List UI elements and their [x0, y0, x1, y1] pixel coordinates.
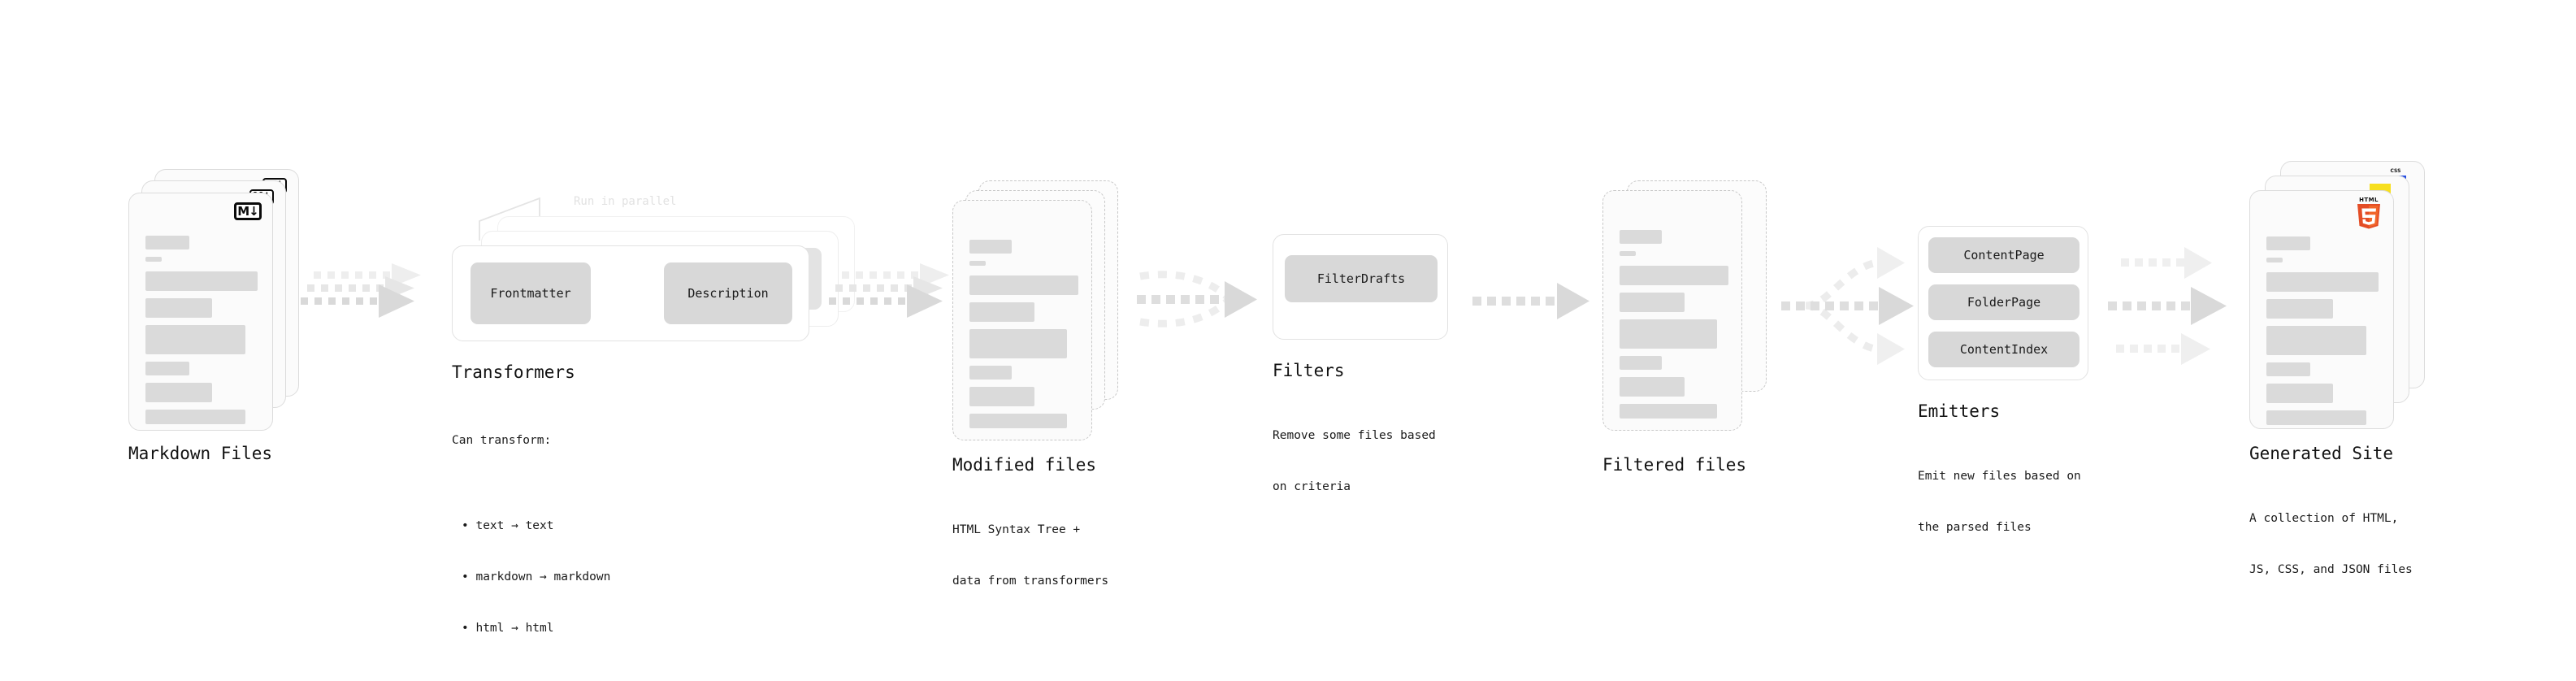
transformer-node-description[interactable]: Description: [664, 262, 792, 324]
page-title-transformers: Transformers: [452, 362, 575, 382]
placeholder-text-lines: [1620, 230, 1728, 426]
page-title-markdown-files: Markdown Files: [128, 444, 273, 463]
desc-line: Emit new files based on: [1918, 470, 2081, 483]
page-title-filters: Filters: [1273, 361, 1345, 380]
page-title-modified-files: Modified files: [952, 455, 1097, 475]
transformers-description: Can transform: • text → text • markdown …: [452, 398, 610, 681]
stage-modified-files: Modified files HTML Syntax Tree + data f…: [952, 180, 1119, 588]
transformers-bullet-list: • text → text • markdown → markdown • ht…: [452, 484, 610, 671]
desc-line: Remove some files based: [1273, 429, 1436, 442]
run-in-parallel-bracket: [479, 197, 540, 241]
connector-transformers-to-modified: [829, 263, 949, 318]
generated-site-file-stack: CSS HTML: [2249, 161, 2425, 429]
filters-description: Remove some files based on criteria: [1273, 393, 1436, 530]
transformer-node-label: Frontmatter: [490, 286, 571, 301]
connector-emitters-to-site: [2108, 247, 2227, 365]
list-item: • html → html: [462, 622, 554, 635]
html5-icon-glyph: HTML: [2355, 197, 2383, 229]
desc-line: HTML Syntax Tree +: [952, 523, 1081, 536]
desc-line: on criteria: [1273, 480, 1351, 493]
filtered-file-stack: [1602, 180, 1769, 440]
markdown-icon: M↓: [234, 202, 262, 220]
connector-modified-to-filters: [1137, 271, 1257, 327]
annotation-run-in-parallel: Run in parallel: [574, 195, 677, 208]
modified-card-front: [952, 200, 1092, 440]
emitters-description: Emit new files based on the parsed files: [1918, 434, 2081, 570]
desc-line: A collection of HTML,: [2249, 512, 2399, 525]
page-title-generated-site: Generated Site: [2249, 444, 2394, 463]
stage-filtered-files: Filtered files: [1602, 180, 1769, 475]
transformer-node-frontmatter[interactable]: Frontmatter: [471, 262, 591, 324]
html5-icon: HTML: [2355, 197, 2383, 229]
desc-line: the parsed files: [1918, 521, 2032, 534]
emitter-node-label: ContentIndex: [1959, 342, 2049, 357]
filter-node-filterdrafts[interactable]: FilterDrafts: [1285, 255, 1438, 302]
placeholder-text-lines: [145, 236, 258, 432]
generated-site-description: A collection of HTML, JS, CSS, and JSON …: [2249, 476, 2413, 613]
transformers-desc-head: Can transform:: [452, 434, 552, 447]
markdown-icon-glyph: M↓: [234, 202, 262, 220]
list-item: • markdown → markdown: [462, 570, 611, 583]
list-item: • text → text: [462, 519, 554, 532]
filters-group-box: FilterDrafts: [1273, 234, 1448, 340]
emitters-group-box: ContentPage FolderPage ContentIndex: [1918, 226, 2088, 380]
modified-files-description: HTML Syntax Tree + data from transformer…: [952, 488, 1108, 624]
connector-filtered-to-emitters: [1781, 247, 1914, 365]
modified-file-stack: [952, 180, 1119, 440]
filter-node-label: FilterDrafts: [1316, 271, 1406, 286]
markdown-card-front: M↓: [128, 193, 273, 431]
stage-markdown-files: M↓ M↓ M↓: [128, 169, 299, 463]
connector-filters-to-filtered: [1472, 283, 1589, 319]
connector-md-to-transformers: [301, 263, 421, 318]
emitter-node-folderpage[interactable]: FolderPage: [1928, 284, 2079, 320]
placeholder-text-lines: [969, 240, 1078, 436]
filtered-card-front: [1602, 190, 1742, 431]
placeholder-text-lines: [2266, 236, 2379, 432]
emitter-node-contentpage[interactable]: ContentPage: [1928, 237, 2079, 273]
markdown-file-stack: M↓ M↓ M↓: [128, 169, 299, 431]
desc-line: JS, CSS, and JSON files: [2249, 563, 2413, 576]
page-title-emitters: Emitters: [1918, 401, 2001, 421]
emitter-node-label: ContentPage: [1963, 248, 2045, 262]
desc-line: data from transformers: [952, 575, 1109, 588]
emitter-node-label: FolderPage: [1967, 295, 2041, 310]
page-title-filtered-files: Filtered files: [1602, 455, 1747, 475]
transformer-node-label: Description: [687, 286, 769, 301]
emitter-node-contentindex[interactable]: ContentIndex: [1928, 332, 2079, 367]
transformer-group-front: Frontmatter Description: [452, 245, 809, 341]
generated-card-front-html: HTML: [2249, 190, 2394, 429]
stage-generated-site: CSS HTML: [2249, 161, 2425, 576]
